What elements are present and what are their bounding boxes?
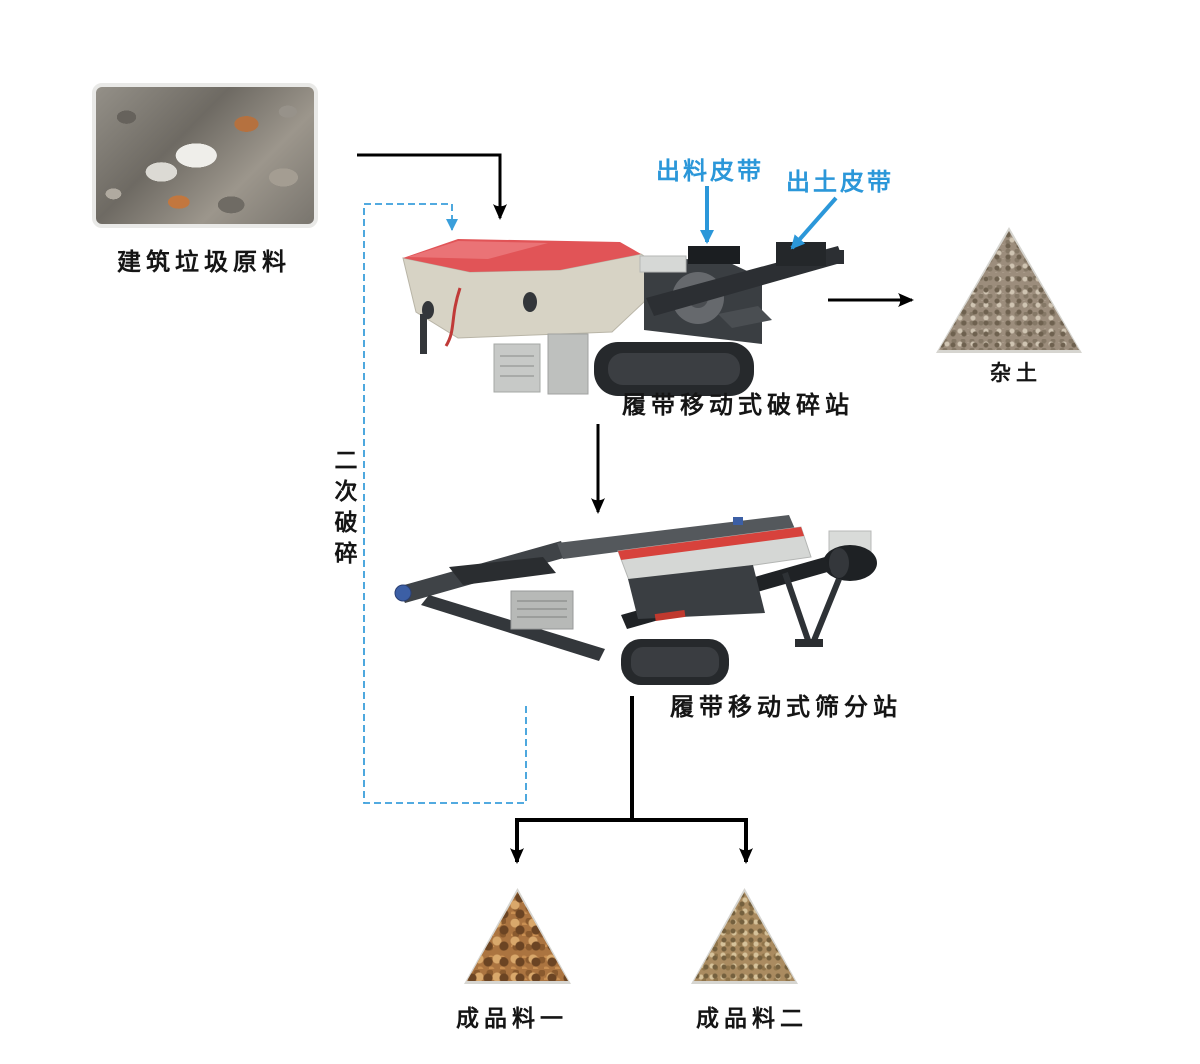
screen-box-red-stripe <box>618 527 804 560</box>
screen-motor-blue <box>733 517 743 525</box>
arrow-soil-belt-callout <box>790 196 838 250</box>
crusher-label: 履带移动式破碎站 <box>622 393 854 419</box>
screener-label: 履带移动式筛分站 <box>670 695 902 721</box>
screener-track-inner <box>631 647 719 677</box>
tow-bar <box>718 306 772 328</box>
support-legs <box>782 572 842 645</box>
belt-feed-box <box>688 246 740 264</box>
discharge-belt-callout-label: 出料皮带 <box>656 159 764 185</box>
crusher-track-inner <box>608 353 740 385</box>
hopper-hole <box>523 292 537 312</box>
screener-body <box>628 565 765 619</box>
product-one-label: 成品料一 <box>456 1006 568 1031</box>
belt-head-tip <box>826 250 844 264</box>
screener-platform <box>449 557 556 585</box>
screener-top-boom <box>557 515 795 559</box>
support-foot <box>795 639 823 647</box>
secondary-crush-label: 二次破碎 <box>331 448 356 572</box>
raw-material-label: 建筑垃圾原料 <box>117 250 291 276</box>
roller-blue <box>394 584 412 602</box>
support-leg <box>420 314 427 354</box>
construction-waste-photo <box>92 83 318 228</box>
hopper-rim-highlight <box>408 241 548 259</box>
screener-right-roller-hub <box>829 548 849 578</box>
screener-machine-illustration <box>394 515 877 685</box>
soil-belt-callout-label: 出土皮带 <box>786 170 894 196</box>
crusher-machine-illustration <box>402 239 844 396</box>
arrow-source-to-crusher <box>357 153 507 220</box>
cabinet-box <box>493 343 541 393</box>
secondary-crush-loop <box>363 203 527 804</box>
waste-soil-label: 杂土 <box>990 361 1042 385</box>
hydraulic-red <box>654 609 686 622</box>
cabinet-box <box>547 333 589 395</box>
power-unit-box <box>639 255 687 273</box>
hydraulic-hose <box>444 287 462 347</box>
product-two-label: 成品料二 <box>696 1006 808 1031</box>
